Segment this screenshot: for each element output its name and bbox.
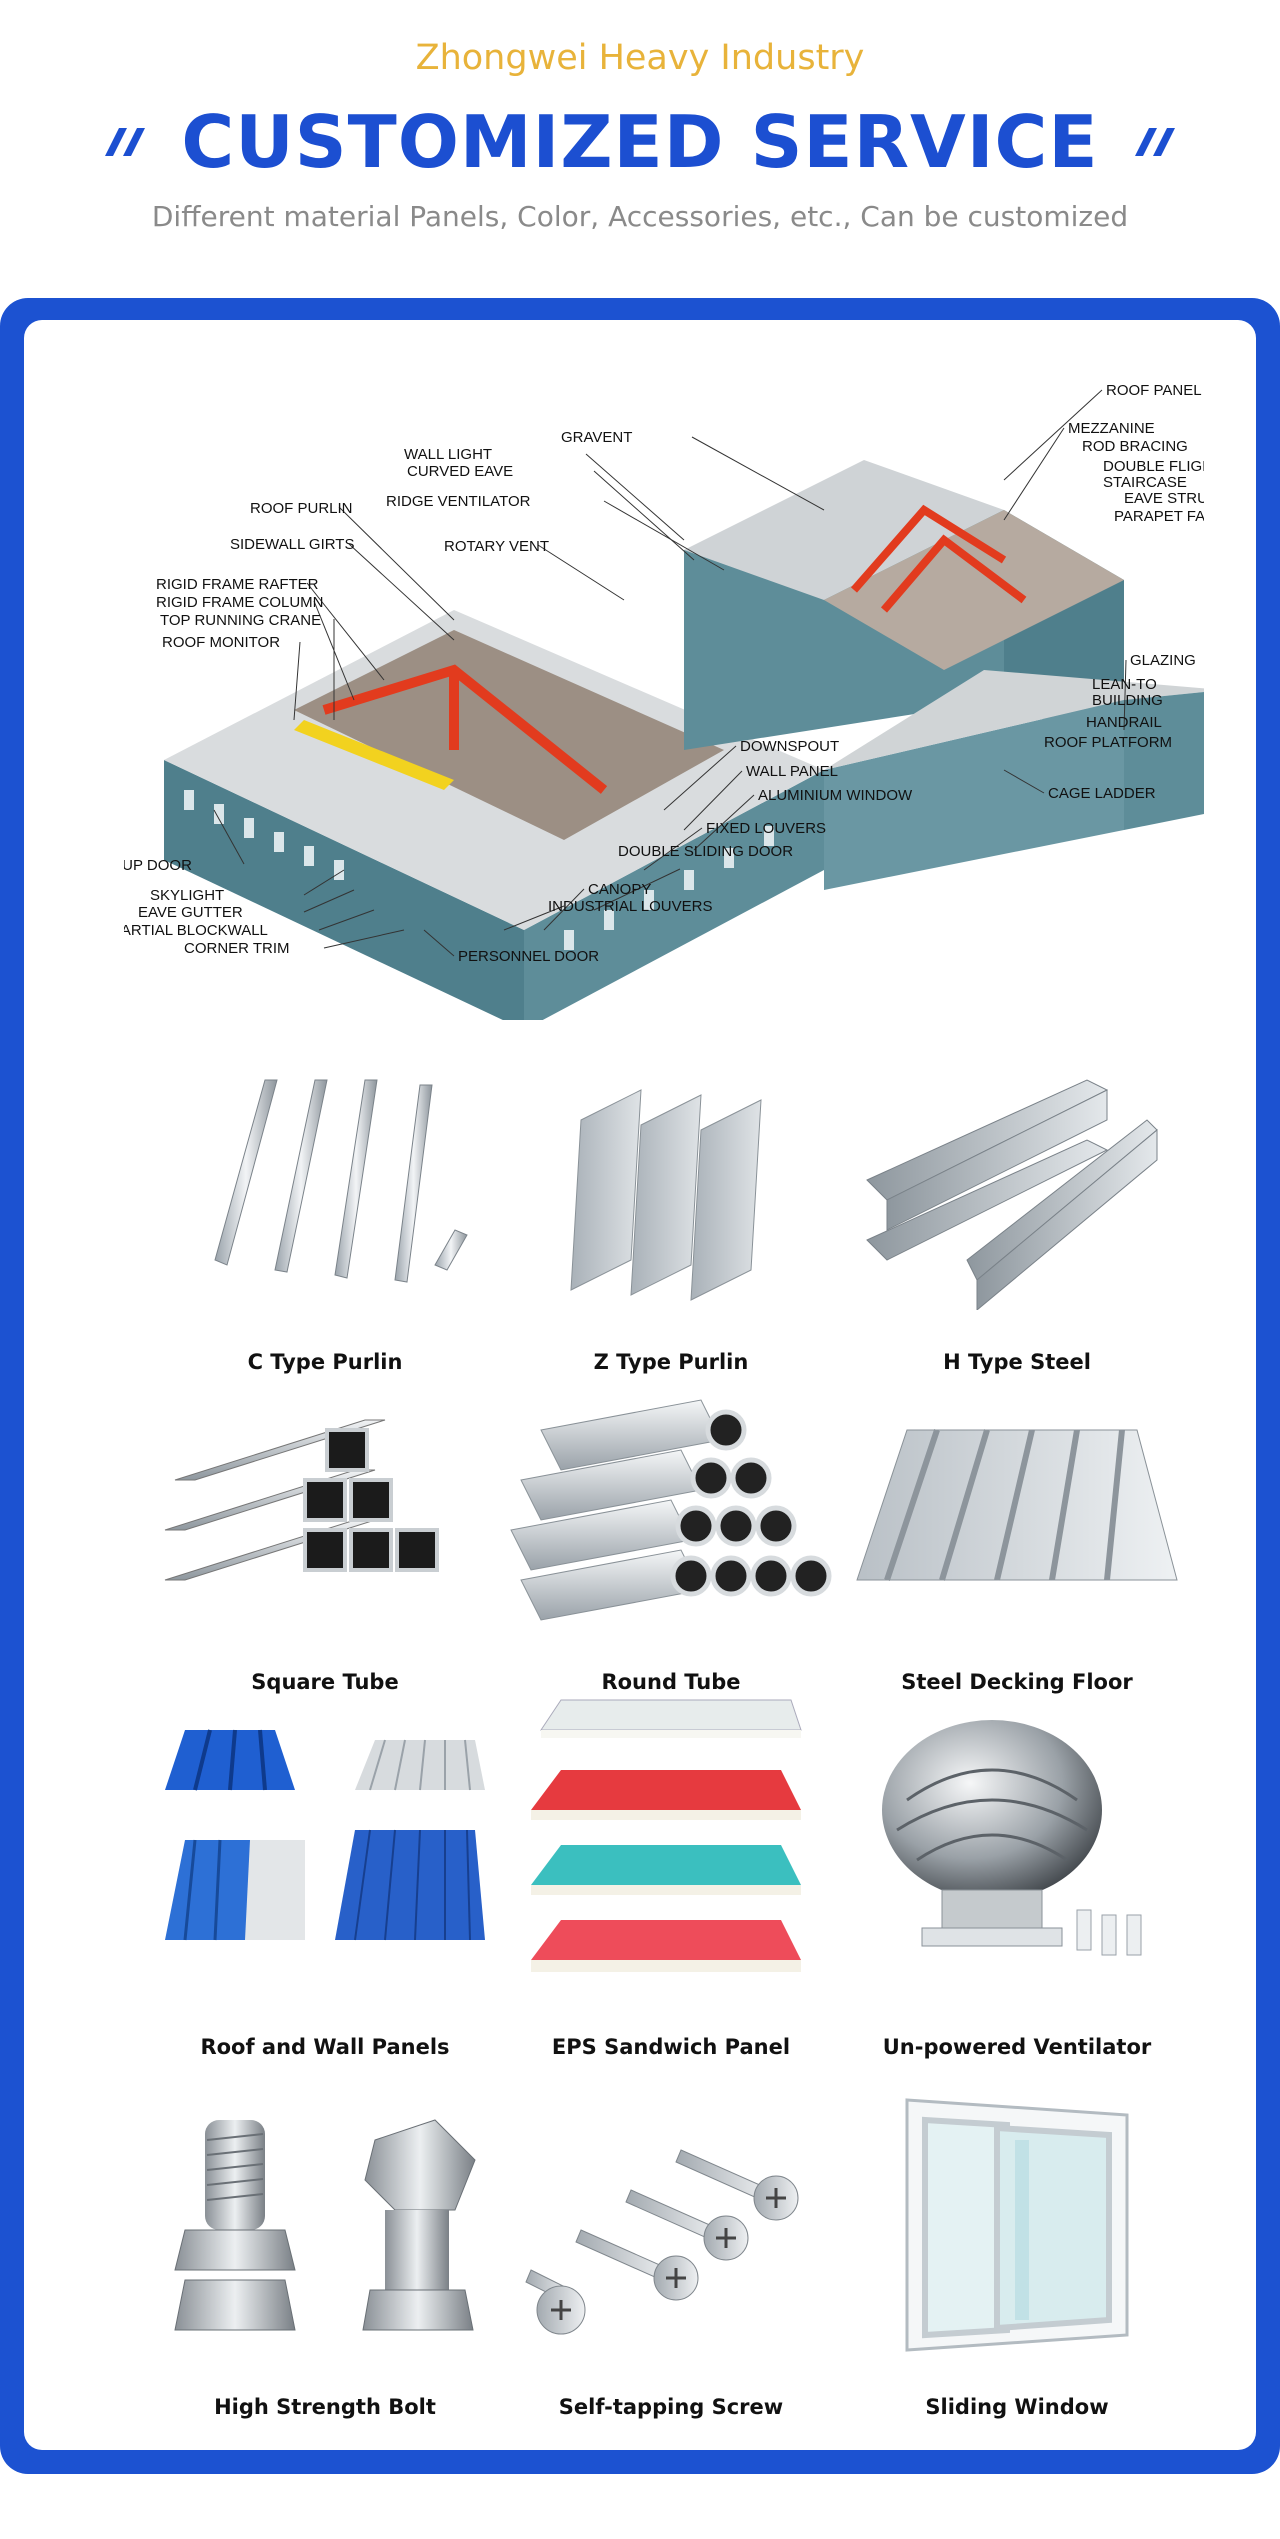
product-z-purlin: Z Type Purlin [501, 1060, 841, 1374]
label-rigid-frame-column: RIGID FRAME COLUMN [156, 594, 324, 611]
ventilator-image [882, 1720, 1142, 1956]
label-mezzanine: MEZZANINE [1068, 420, 1155, 437]
label-roof-platform: ROOF PLATFORM [1044, 734, 1172, 751]
round-tube-image [510, 1399, 832, 1621]
product-h-steel: H Type Steel [847, 1060, 1187, 1374]
steel-building-diagram: ROOF PANEL GRAVENT WALL LIGHT CURVED EAV… [124, 382, 1204, 1020]
label-industrial-louvers: INDUSTRIAL LOUVERS [548, 898, 712, 915]
label-roof-monitor: ROOF MONITOR [162, 634, 280, 651]
label-partial-blockwall: PARTIAL BLOCKWALL [124, 922, 268, 939]
label-handrail: HANDRAIL [1086, 714, 1162, 731]
label-corner-trim: CORNER TRIM [184, 940, 290, 957]
page-subtitle: Different material Panels, Color, Access… [151, 200, 1129, 233]
product-label: C Type Purlin [247, 1350, 403, 1374]
product-square-tube: Square Tube [155, 1380, 495, 1694]
label-curved-eave: CURVED EAVE [407, 463, 513, 480]
product-sliding-window: Sliding Window [847, 2080, 1187, 2419]
product-label: Z Type Purlin [593, 1350, 749, 1374]
window-image [905, 2098, 1129, 2352]
z-purlin-image [570, 1089, 762, 1301]
product-ventilator: Un-powered Ventilator [847, 1700, 1187, 2059]
product-screw: Self-tapping Screw [501, 2110, 841, 2419]
label-double-sliding-door: DOUBLE SLIDING DOOR [618, 843, 793, 860]
product-bolt: High Strength Bolt [155, 2100, 495, 2419]
product-label: Square Tube [251, 1670, 399, 1694]
product-label: EPS Sandwich Panel [551, 2035, 791, 2059]
square-tube-image [164, 1419, 439, 1581]
label-roof-panel: ROOF PANEL [1106, 382, 1202, 399]
label-rotary-vent: ROTARY VENT [444, 538, 549, 555]
label-roll-up-door: ROLL-UP DOOR [124, 857, 192, 874]
label-downspout: DOWNSPOUT [740, 738, 839, 755]
product-label: Steel Decking Floor [901, 1670, 1133, 1694]
decking-image [856, 1429, 1178, 1581]
label-wall-panel: WALL PANEL [746, 763, 838, 780]
page-title: CUSTOMIZED SERVICE [181, 100, 1099, 184]
label-rigid-frame-rafter: RIGID FRAME RAFTER [156, 576, 319, 593]
label-cage-ladder: CAGE LADDER [1048, 785, 1156, 802]
label-lean-to: LEAN-TO [1092, 676, 1157, 693]
product-label: Un-powered Ventilator [882, 2035, 1152, 2059]
product-label: High Strength Bolt [214, 2395, 436, 2419]
content-panel: ROOF PANEL GRAVENT WALL LIGHT CURVED EAV… [24, 320, 1256, 2450]
product-steel-decking: Steel Decking Floor [847, 1380, 1187, 1694]
label-sidewall-girts: SIDEWALL GIRTS [230, 536, 354, 553]
page-header: Zhongwei Heavy Industry CUSTOMIZED SERVI… [0, 0, 1280, 290]
double-slash-right-icon [1134, 128, 1175, 156]
product-label: Self-tapping Screw [558, 2395, 784, 2419]
product-label: Round Tube [601, 1670, 741, 1694]
label-roof-purlin: ROOF PURLIN [250, 500, 353, 517]
label-gravent: GRAVENT [561, 429, 632, 446]
label-ridge-ventilator: RIDGE VENTILATOR [386, 493, 531, 510]
label-rod-bracing: ROD BRACING [1082, 438, 1188, 455]
product-label: H Type Steel [943, 1350, 1091, 1374]
label-aluminium-window: ALUMINIUM WINDOW [758, 787, 913, 804]
label-double-flight: DOUBLE FLIGHT [1103, 458, 1204, 475]
bolt-image [174, 2119, 476, 2331]
product-eps-sandwich: EPS Sandwich Panel [501, 1690, 841, 2059]
label-eave-gutter: EAVE GUTTER [138, 904, 243, 921]
label-skylight: SKYLIGHT [150, 887, 224, 904]
label-top-running-crane: TOP RUNNING CRANE [160, 612, 321, 629]
content-frame: ROOF PANEL GRAVENT WALL LIGHT CURVED EAV… [0, 298, 1280, 2474]
label-wall-light: WALL LIGHT [404, 446, 492, 463]
label-staircase: STAIRCASE [1103, 474, 1187, 491]
product-roof-wall-panels: Roof and Wall Panels [155, 1700, 495, 2059]
label-glazing: GLAZING [1130, 652, 1196, 669]
product-label: Sliding Window [925, 2395, 1109, 2419]
label-canopy: CANOPY [588, 881, 651, 898]
h-beam-image [866, 1079, 1158, 1312]
panels-image [165, 1729, 485, 1941]
double-slash-left-icon [105, 128, 146, 156]
c-purlin-image [214, 1079, 468, 1283]
label-parapet-fascia: PARAPET FASCIA [1114, 508, 1204, 525]
label-personnel-door: PERSONNEL DOOR [458, 948, 599, 965]
product-label: Roof and Wall Panels [200, 2035, 450, 2059]
product-c-purlin: C Type Purlin [155, 1060, 495, 1374]
title-row: CUSTOMIZED SERVICE [0, 100, 1280, 184]
sandwich-panel-image [531, 1699, 802, 1972]
label-building: BUILDING [1092, 692, 1163, 709]
screw-image [525, 2149, 799, 2335]
label-eave-strut: EAVE STRUT [1124, 490, 1204, 507]
product-round-tube: Round Tube [501, 1380, 841, 1694]
label-fixed-louvers: FIXED LOUVERS [706, 820, 826, 837]
brand-name: Zhongwei Heavy Industry [415, 38, 865, 78]
